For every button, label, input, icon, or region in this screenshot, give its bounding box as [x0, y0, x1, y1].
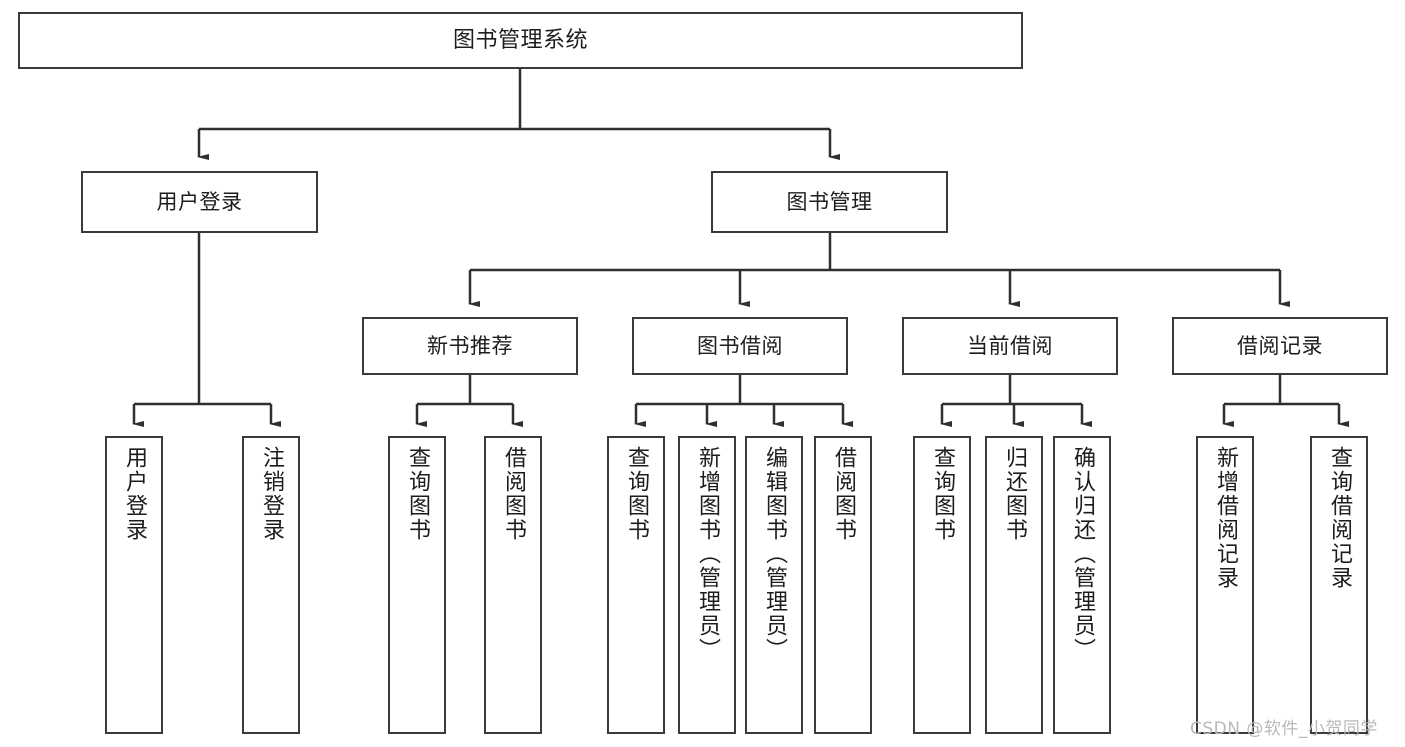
leaf-borrow-edit-book-admin[interactable]: 编辑图书（管理员） [745, 436, 803, 734]
node-label: 用户登录 [156, 189, 243, 214]
node-label: 当前借阅 [967, 333, 1053, 358]
leaf-recommend-borrow-book[interactable]: 借阅图书 [484, 436, 542, 734]
node-label: 图书管理系统 [452, 27, 588, 53]
node-label: 用户登录 [122, 446, 147, 542]
leaf-user-login-logout[interactable]: 注销登录 [242, 436, 300, 734]
node-label: 确认归还（管理员） [1070, 446, 1095, 662]
leaf-record-query-record[interactable]: 查询借阅记录 [1310, 436, 1368, 734]
node-label: 注销登录 [259, 446, 284, 542]
node-label: 查询图书 [930, 446, 955, 542]
node-label: 查询图书 [405, 446, 430, 542]
node-root-system[interactable]: 图书管理系统 [18, 12, 1023, 69]
node-label: 新书推荐 [427, 333, 513, 358]
node-user-login[interactable]: 用户登录 [81, 171, 318, 233]
leaf-record-add-record[interactable]: 新增借阅记录 [1196, 436, 1254, 734]
node-book-borrow[interactable]: 图书借阅 [632, 317, 848, 375]
node-label: 借阅记录 [1237, 333, 1323, 358]
node-label: 图书管理 [786, 189, 873, 214]
node-label: 借阅图书 [831, 446, 856, 542]
leaf-borrow-query-book[interactable]: 查询图书 [607, 436, 665, 734]
node-label: 查询图书 [624, 446, 649, 542]
node-label: 编辑图书（管理员） [762, 446, 787, 662]
node-label: 新增借阅记录 [1213, 446, 1238, 590]
node-label: 归还图书 [1002, 446, 1027, 542]
node-book-management[interactable]: 图书管理 [711, 171, 948, 233]
leaf-current-return-book[interactable]: 归还图书 [985, 436, 1043, 734]
node-label: 查询借阅记录 [1327, 446, 1352, 590]
leaf-current-query-book[interactable]: 查询图书 [913, 436, 971, 734]
node-new-book-recommend[interactable]: 新书推荐 [362, 317, 578, 375]
leaf-borrow-add-book-admin[interactable]: 新增图书（管理员） [678, 436, 736, 734]
node-current-borrow[interactable]: 当前借阅 [902, 317, 1118, 375]
node-borrow-record[interactable]: 借阅记录 [1172, 317, 1388, 375]
node-label: 图书借阅 [697, 333, 783, 358]
watermark: CSDN @软件_小贺同学 [1190, 719, 1378, 739]
node-label: 新增图书（管理员） [695, 446, 720, 662]
leaf-current-confirm-return-admin[interactable]: 确认归还（管理员） [1053, 436, 1111, 734]
leaf-user-login-login[interactable]: 用户登录 [105, 436, 163, 734]
leaf-recommend-query-book[interactable]: 查询图书 [388, 436, 446, 734]
leaf-borrow-borrow-book[interactable]: 借阅图书 [814, 436, 872, 734]
node-label: 借阅图书 [501, 446, 526, 542]
